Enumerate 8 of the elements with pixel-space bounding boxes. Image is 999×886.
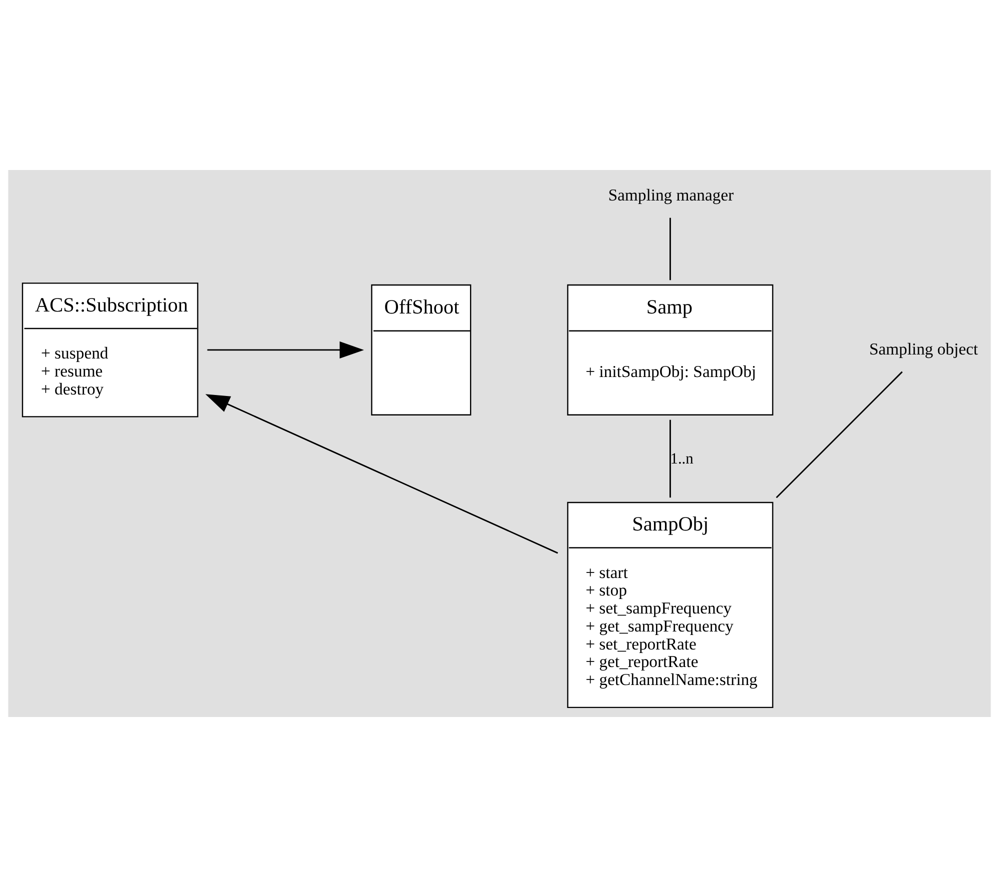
node-text: Sampling manager	[608, 185, 734, 204]
connector	[776, 370, 903, 498]
edge-label: 1..n	[670, 450, 694, 468]
arrow	[207, 340, 364, 358]
connector	[670, 419, 671, 498]
connector	[670, 217, 671, 280]
arrow	[205, 394, 558, 554]
node-text: Sampling object	[869, 338, 978, 358]
